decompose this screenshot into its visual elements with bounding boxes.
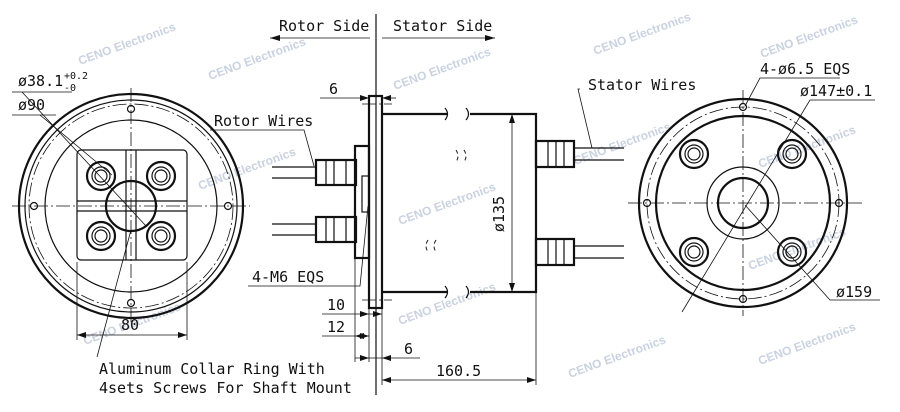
collar-screw xyxy=(145,160,177,192)
stator-wires-label: Stator Wires xyxy=(588,76,696,94)
watermark: CENO Electronics xyxy=(391,44,493,92)
watermarks: CENO Electronics CENO Electronics CENO E… xyxy=(76,9,860,380)
collar-note-line2: 4sets Screws For Shaft Mount xyxy=(99,379,352,397)
watermark: CENO Electronics xyxy=(758,12,860,60)
side-view xyxy=(210,14,624,395)
collar-screw xyxy=(145,220,177,252)
rotor-end-view xyxy=(12,88,250,358)
watermark: CENO Electronics xyxy=(206,34,308,82)
dimension-10: 10 xyxy=(327,296,345,314)
watermark: CENO Electronics xyxy=(566,332,668,380)
hole-spec-label: 4-ø6.5 EQS xyxy=(760,60,850,78)
stator-side-label: Stator Side xyxy=(393,17,492,35)
wire-fitting xyxy=(678,236,710,268)
watermark: CENO Electronics xyxy=(196,144,298,192)
overall-length-dimension: 160.5 xyxy=(436,362,481,380)
collar-width-dimension: 80 xyxy=(121,316,139,334)
collar-screw xyxy=(85,160,117,192)
dimension-6-bottom: 6 xyxy=(404,340,413,358)
bore-tolerance-upper: +0.2 xyxy=(64,71,88,82)
wire-fitting xyxy=(678,138,710,170)
rotor-side-label: Rotor Side xyxy=(279,17,369,35)
watermark: CENO Electronics xyxy=(591,9,693,57)
bore-tolerance-lower: -0 xyxy=(64,83,76,94)
watermark: CENO Electronics xyxy=(396,179,498,227)
rotor-wires-label: Rotor Wires xyxy=(214,112,313,130)
stator-end-view xyxy=(628,77,880,316)
dimension-12: 12 xyxy=(327,318,345,336)
watermark: CENO Electronics xyxy=(396,279,498,327)
bore-diameter-label: ø38.1 xyxy=(18,72,63,90)
pitch-circle-diameter-label: ø147±0.1 xyxy=(800,82,872,100)
screw-spec-label: 4-M6 EQS xyxy=(252,268,324,286)
watermark: CENO Electronics xyxy=(756,319,858,367)
flange-thickness-dimension: 6 xyxy=(329,80,338,98)
collar-diameter-label: ø90 xyxy=(18,96,45,114)
collar-screw xyxy=(85,220,117,252)
collar-note-line1: Aluminum Collar Ring With xyxy=(99,360,325,378)
flange-diameter-label: ø159 xyxy=(836,283,872,301)
wire-fitting xyxy=(776,138,808,170)
watermark: CENO Electronics xyxy=(76,19,178,67)
body-diameter-label: ø135 xyxy=(490,196,508,232)
